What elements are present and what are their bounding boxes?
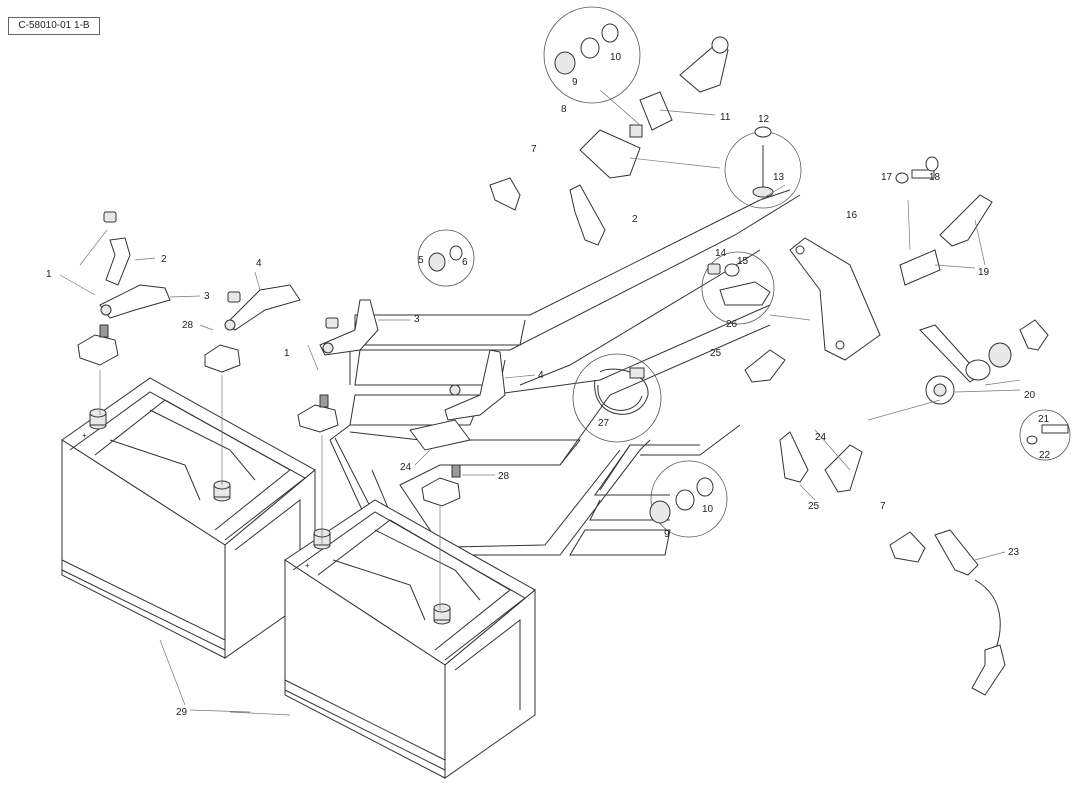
callout-17: 17 (881, 172, 893, 183)
wiring-harness-outline (329, 189, 801, 561)
callout-3-middle: 3 (414, 314, 420, 325)
callout-29-leaders (159, 639, 291, 716)
callout-19: 19 (978, 267, 990, 278)
callout-14: 14 (715, 248, 727, 259)
callout-9-top: 9 (572, 77, 578, 88)
callout-1-middle: 1 (284, 348, 290, 359)
callout-27: 27 (598, 418, 610, 429)
callout-15: 15 (737, 256, 749, 267)
callout-3-left: 3 (204, 291, 210, 302)
callout-18: 18 (929, 172, 941, 183)
callout-20: 20 (1024, 390, 1036, 401)
callout-1-left: 1 (46, 269, 52, 280)
callout-24-right: 24 (815, 432, 827, 443)
callout-25-bottom: 25 (808, 501, 820, 512)
callout-6: 6 (462, 257, 468, 268)
callout-25-top: 25 (710, 348, 722, 359)
callout-16: 16 (846, 210, 858, 221)
callout-29: 29 (176, 707, 188, 718)
callout-4-middle: 4 (538, 370, 544, 381)
callout-5: 5 (418, 255, 424, 266)
left-terminal-group (59, 211, 301, 485)
callout-10-bottom: 10 (702, 504, 714, 515)
callout-labels: 9 10 11 8 12 13 7 2 17 18 16 14 15 5 6 1… (46, 52, 1051, 718)
callout-7-bottom: 7 (880, 501, 886, 512)
callout-12: 12 (758, 114, 770, 125)
callout-26: 26 (726, 319, 738, 330)
battery-right: + (284, 499, 536, 779)
callout-8: 8 (561, 104, 567, 115)
callout-11: 11 (720, 112, 731, 123)
callout-13: 13 (773, 172, 785, 183)
callout-7-top: 7 (531, 144, 537, 155)
callout-4-left: 4 (256, 258, 262, 269)
callout-21: 21 (1038, 414, 1050, 425)
middle-terminal-group (297, 299, 536, 610)
reference-code-label: C-58010-01 1-B (8, 17, 100, 35)
battery-left: + (61, 377, 316, 659)
callout-10-top: 10 (610, 52, 622, 63)
callout-28-left: 28 (182, 320, 194, 331)
svg-text:+: + (82, 431, 87, 440)
callout-24-middle: 24 (400, 462, 412, 473)
callout-2-left: 2 (161, 254, 167, 265)
svg-text:+: + (305, 561, 310, 570)
callout-23: 23 (1008, 547, 1020, 558)
callout-2-right: 2 (632, 214, 638, 225)
callout-9-bottom: 9 (664, 529, 670, 540)
callout-28-middle: 28 (498, 471, 510, 482)
callout-22: 22 (1039, 450, 1051, 461)
right-parts-group (417, 6, 1071, 696)
